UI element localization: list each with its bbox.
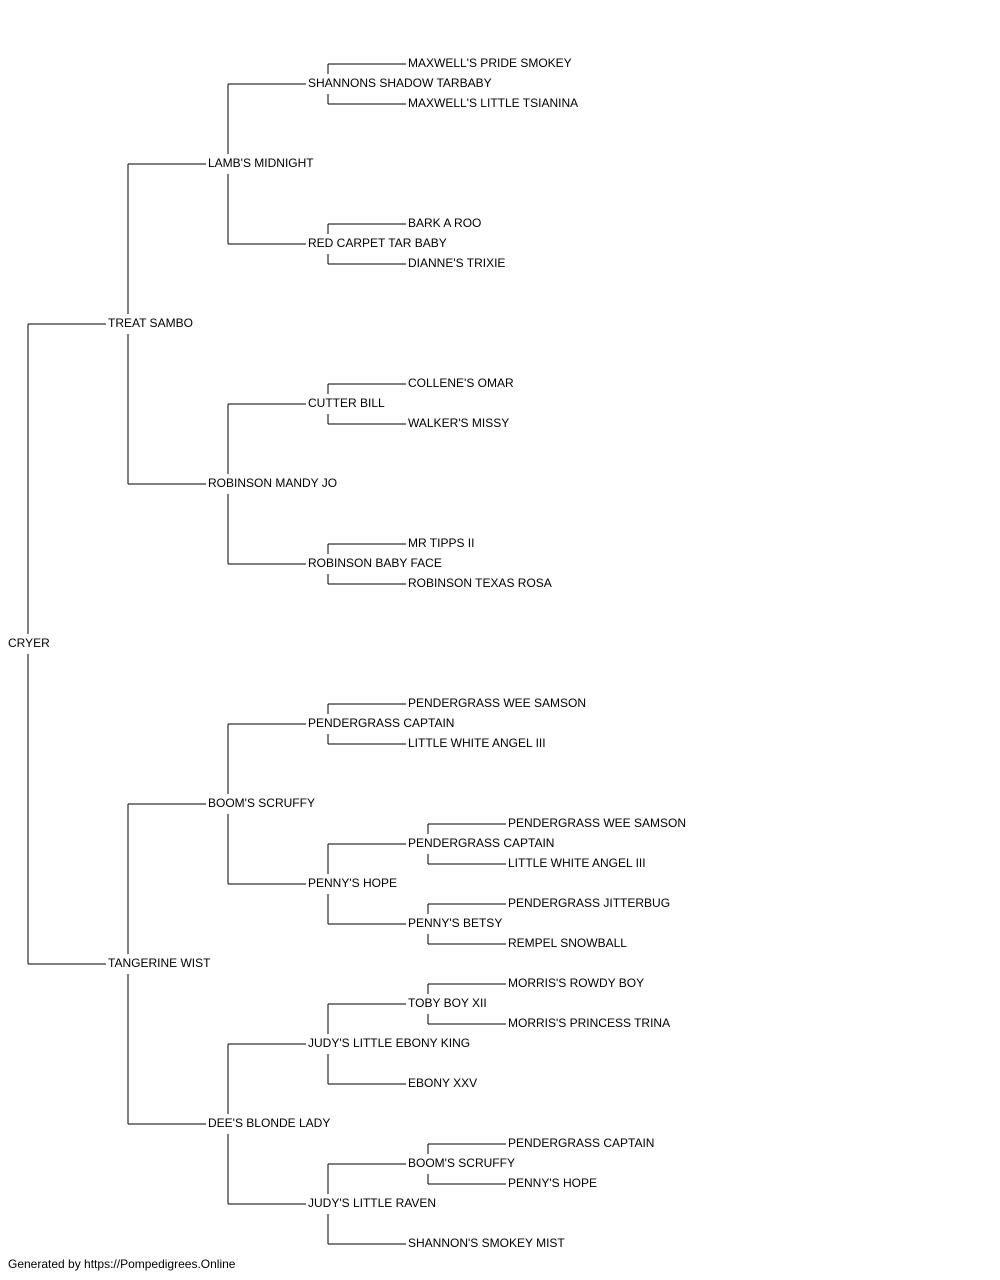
- ancestor-name: MAXWELL'S LITTLE TSIANINA: [408, 96, 578, 110]
- ancestor-name: ROBINSON BABY FACE: [308, 556, 442, 570]
- ancestor-name: BOOM'S SCRUFFY: [208, 796, 315, 810]
- pedigree-tree: CRYER TREAT SAMBO LAMB'S MIDNIGHT SHANNONS …: [8, 56, 686, 1250]
- ancestor-name: RED CARPET TAR BABY: [308, 236, 447, 250]
- ancestor-name: PENNY'S HOPE: [508, 1176, 597, 1190]
- ancestor-name: PENDERGRASS CAPTAIN: [408, 836, 554, 850]
- ancestor-name: CUTTER BILL: [308, 396, 385, 410]
- ancestor-name: BOOM'S SCRUFFY: [408, 1156, 515, 1170]
- ancestor-name: JUDY'S LITTLE EBONY KING: [308, 1036, 470, 1050]
- ancestor-name: MR TIPPS II: [408, 536, 474, 550]
- ancestor-name: ROBINSON TEXAS ROSA: [408, 576, 552, 590]
- ancestor-name: PENNY'S BETSY: [408, 916, 502, 930]
- ancestor-name: PENDERGRASS WEE SAMSON: [508, 816, 686, 830]
- ancestor-name: TREAT SAMBO: [108, 316, 193, 330]
- ancestor-name: WALKER'S MISSY: [408, 416, 509, 430]
- ancestor-name: MAXWELL'S PRIDE SMOKEY: [408, 56, 572, 70]
- ancestor-name: PENDERGRASS CAPTAIN: [308, 716, 454, 730]
- subject-name: CRYER: [8, 636, 50, 650]
- footer-credit: Generated by https://Pompedigrees.Online: [8, 1257, 236, 1271]
- ancestor-name: MORRIS'S PRINCESS TRINA: [508, 1016, 670, 1030]
- ancestor-name: ROBINSON MANDY JO: [208, 476, 337, 490]
- ancestor-name: DIANNE'S TRIXIE: [408, 256, 505, 270]
- ancestor-name: PENDERGRASS JITTERBUG: [508, 896, 670, 910]
- ancestor-name: BARK A ROO: [408, 216, 481, 230]
- ancestor-name: REMPEL SNOWBALL: [508, 936, 627, 950]
- ancestor-name: TANGERINE WIST: [108, 956, 211, 970]
- ancestor-name: COLLENE'S OMAR: [408, 376, 514, 390]
- ancestor-name: LITTLE WHITE ANGEL III: [408, 736, 546, 750]
- ancestor-name: LITTLE WHITE ANGEL III: [508, 856, 646, 870]
- ancestor-name: SHANNON'S SMOKEY MIST: [408, 1236, 565, 1250]
- ancestor-name: SHANNONS SHADOW TARBABY: [308, 76, 492, 90]
- ancestor-name: EBONY XXV: [408, 1076, 477, 1090]
- ancestor-name: LAMB'S MIDNIGHT: [208, 156, 314, 170]
- ancestor-name: JUDY'S LITTLE RAVEN: [308, 1196, 436, 1210]
- ancestor-name: MORRIS'S ROWDY BOY: [508, 976, 644, 990]
- ancestor-name: PENDERGRASS WEE SAMSON: [408, 696, 586, 710]
- ancestor-name: PENDERGRASS CAPTAIN: [508, 1136, 654, 1150]
- ancestor-name: DEE'S BLONDE LADY: [208, 1116, 330, 1130]
- ancestor-name: TOBY BOY XII: [408, 996, 487, 1010]
- ancestor-name: PENNY'S HOPE: [308, 876, 397, 890]
